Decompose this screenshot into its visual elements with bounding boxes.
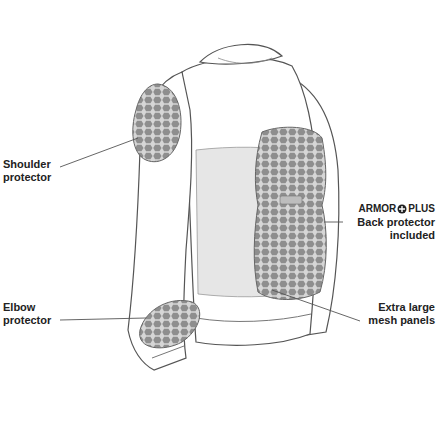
- label-box: Shoulder protector: [3, 158, 65, 184]
- collar-seam: [218, 58, 272, 63]
- waist-seam: [196, 314, 311, 321]
- callout-label: Extra large mesh panels: [368, 301, 435, 326]
- label-box: Extra large mesh panels: [363, 301, 435, 327]
- brand-icon: [397, 204, 407, 214]
- jacket-torso: [182, 58, 317, 345]
- label-box: Back protector included: [345, 216, 435, 242]
- callout-label: Back protector included: [357, 216, 435, 241]
- callout-label: Elbow protector: [3, 301, 51, 326]
- leader-line: [272, 290, 360, 321]
- leader-line: [60, 138, 138, 167]
- leader-line: [60, 318, 146, 320]
- collar: [200, 45, 282, 64]
- shoulder-pad: [133, 84, 181, 162]
- leader-line: [324, 222, 343, 223]
- callout-label: Shoulder protector: [3, 158, 51, 183]
- back-pad: [254, 127, 326, 299]
- callout-label: ARMOR: [359, 203, 397, 215]
- elbow-pad: [140, 300, 200, 347]
- label-box: Elbow protector: [3, 301, 65, 327]
- pad-tag: [280, 196, 302, 204]
- brand-logo: ARMOR PLUS: [359, 203, 435, 215]
- callout-label: PLUS: [408, 203, 435, 215]
